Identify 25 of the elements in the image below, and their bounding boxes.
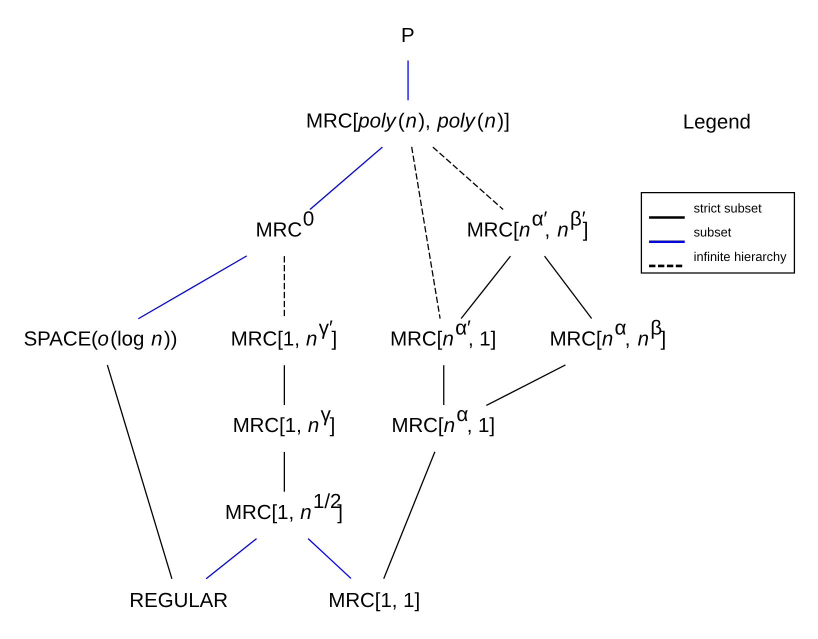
node-text: MRC[poly(n), poly(n)] [306, 110, 510, 132]
legend-label: infinite hierarchy [694, 248, 787, 264]
connector [544, 256, 592, 319]
connector [284, 365, 285, 405]
connector [407, 60, 409, 100]
connector [206, 538, 257, 580]
legend-label: strict subset [694, 200, 762, 216]
connector [284, 452, 285, 492]
connector [106, 364, 173, 579]
label: Legend [682, 112, 751, 134]
connector [308, 538, 352, 579]
connector [138, 255, 248, 320]
node-text: P [401, 24, 415, 47]
node-text: MRC[1, 1] [328, 590, 420, 612]
connector [284, 256, 285, 318]
connector [383, 452, 436, 579]
connector [460, 256, 511, 319]
connector [443, 365, 444, 405]
connector [486, 364, 566, 406]
connector [411, 146, 441, 319]
connector [310, 146, 383, 210]
node-text: SPACE(o(log n)) [24, 328, 178, 350]
node-text: REGULAR [129, 590, 228, 612]
legend-label: subset [694, 224, 732, 240]
connector [432, 146, 504, 210]
